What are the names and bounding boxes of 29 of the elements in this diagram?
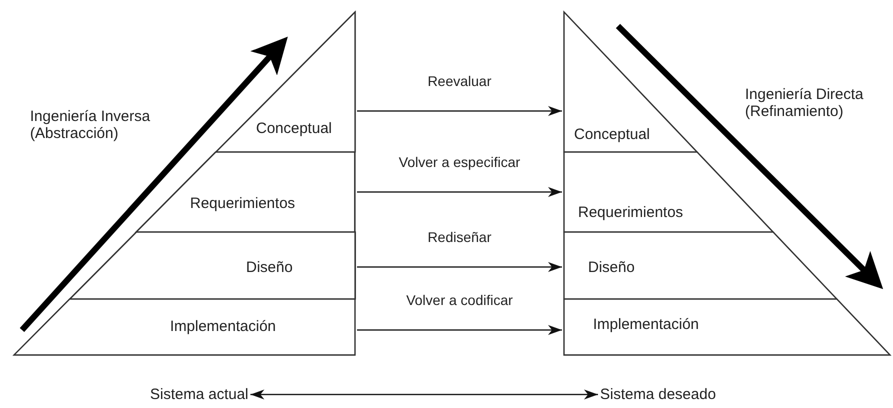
layer-label: Conceptual: [256, 120, 332, 137]
system-label: Sistema deseado: [600, 386, 716, 403]
system-label: Sistema actual: [150, 386, 248, 403]
arrow: [250, 390, 598, 400]
layer-band: [564, 152, 774, 232]
arrow: [356, 187, 562, 197]
layer-label: Implementación: [593, 316, 699, 333]
arrow: [356, 262, 562, 272]
edge-label: Volver a especificar: [396, 154, 522, 170]
arrow: [356, 106, 562, 116]
layer-band: [14, 299, 355, 355]
layer-band: [216, 12, 355, 152]
layer-label: Conceptual: [574, 126, 650, 143]
process-note: Ingeniería Directa (Refinamiento): [745, 86, 864, 120]
layer-band: [70, 232, 355, 299]
arrow: [357, 325, 562, 335]
edge-label: Reevaluar: [426, 73, 494, 89]
edge-label: Rediseñar: [426, 229, 494, 245]
layer-label: Requerimientos: [190, 195, 296, 212]
layer-label: Diseño: [588, 259, 635, 276]
layer-label: Implementación: [170, 318, 276, 335]
layer-band: [564, 232, 837, 299]
layer-label: Requerimientos: [578, 204, 684, 221]
layer-band: [136, 152, 355, 232]
layer-band: [564, 299, 890, 355]
layer-label: Diseño: [246, 259, 293, 276]
edge-label: Volver a codificar: [404, 292, 515, 308]
process-note: Ingeniería Inversa (Abstracción): [30, 108, 152, 142]
layer-band: [564, 12, 698, 152]
